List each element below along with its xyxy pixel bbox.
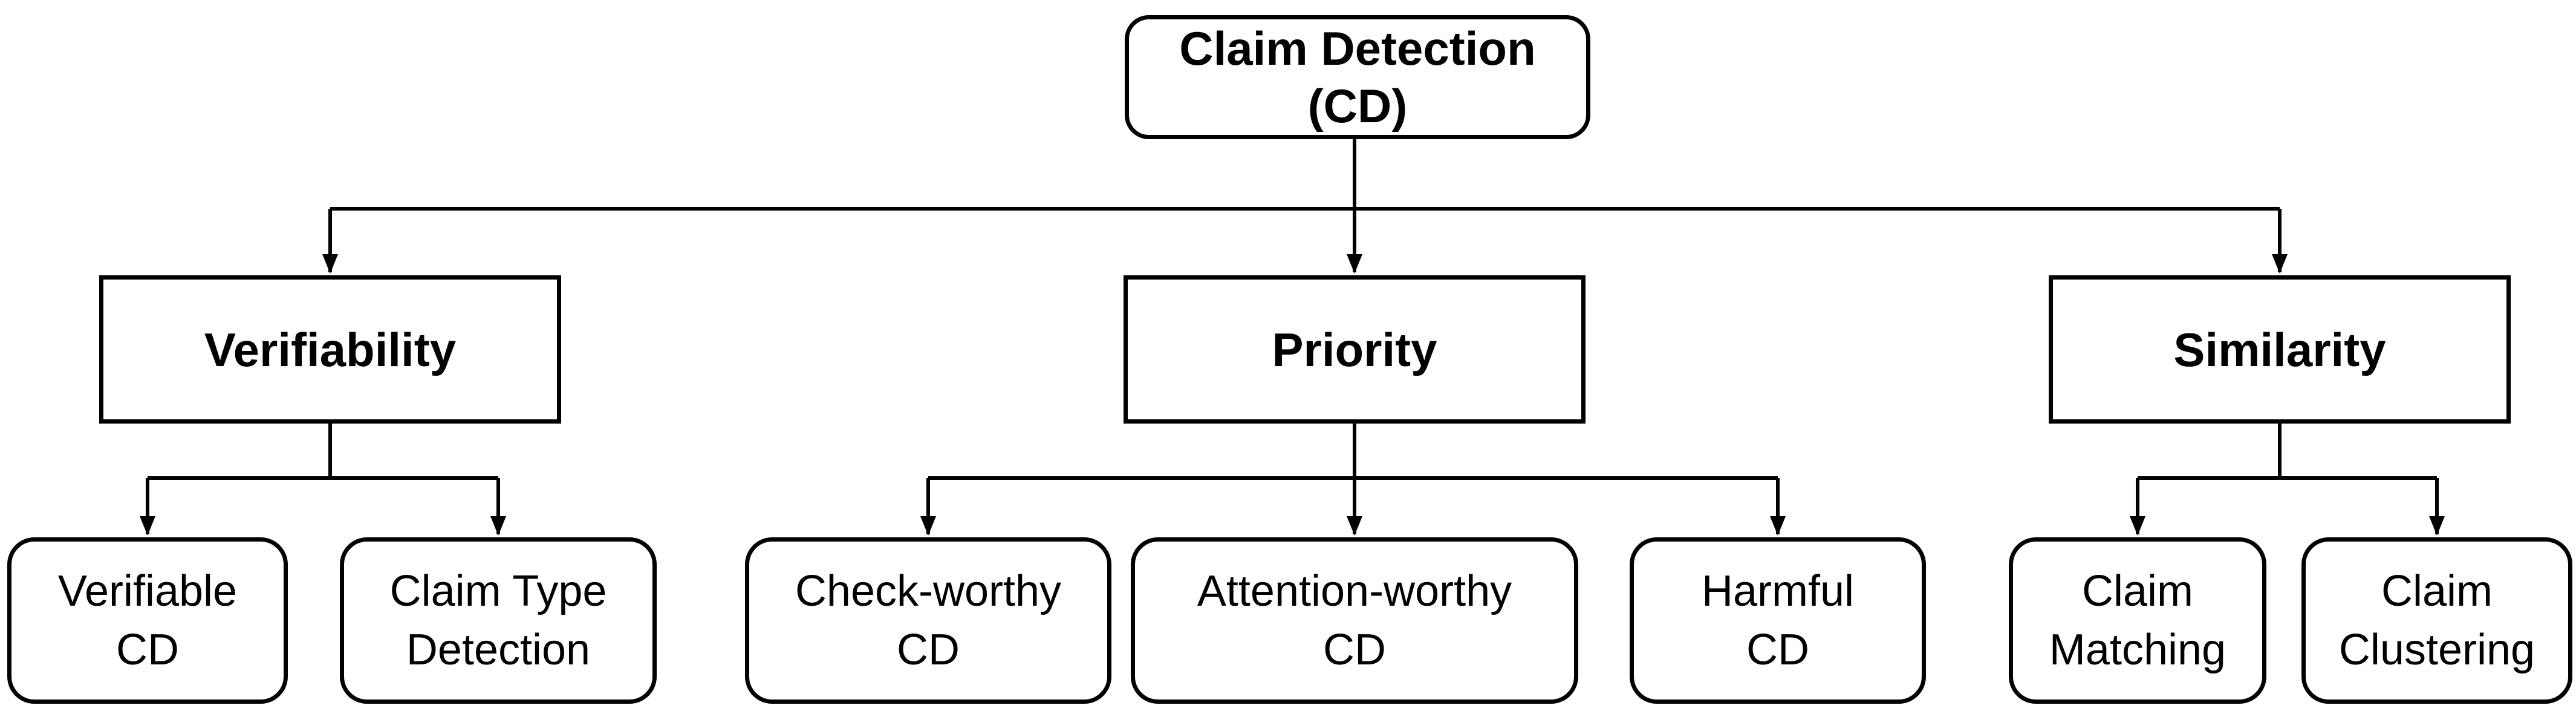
node-verifiable-cd-line2: CD [116, 625, 179, 674]
connector-priority-to-leaves [920, 424, 1786, 536]
node-verifiable-cd: Verifiable CD [7, 537, 288, 704]
node-claim-clustering: Claim Clustering [2301, 537, 2572, 704]
connector-similarity-to-leaves [2130, 424, 2445, 536]
node-claim-type-detection-line1: Claim Type [389, 566, 607, 615]
node-priority-label: Priority [1272, 323, 1437, 376]
node-claim-matching-line2: Matching [2049, 625, 2226, 674]
node-claim-detection: Claim Detection (CD) [1125, 15, 1590, 139]
node-harmful-cd-line2: CD [1746, 625, 1809, 674]
node-claim-matching-line1: Claim [2081, 566, 2193, 615]
node-claim-matching: Claim Matching [2009, 537, 2266, 704]
node-verifiability-label: Verifiability [204, 323, 457, 376]
connector-verifiability-to-leaves [140, 424, 506, 536]
node-attention-worthy-cd: Attention-worthy CD [1131, 537, 1578, 704]
node-attention-worthy-cd-line1: Attention-worthy [1197, 566, 1512, 615]
node-harmful-cd-line1: Harmful [1701, 566, 1855, 615]
node-claim-type-detection: Claim Type Detection [340, 537, 657, 704]
node-similarity-label: Similarity [2173, 323, 2386, 376]
node-claim-detection-line2: (CD) [1307, 79, 1408, 133]
node-claim-detection-line1: Claim Detection [1179, 21, 1536, 75]
node-harmful-cd: Harmful CD [1630, 537, 1926, 704]
node-check-worthy-cd-line1: Check-worthy [795, 566, 1062, 615]
node-priority: Priority [1124, 275, 1586, 424]
node-claim-clustering-line1: Claim [2381, 566, 2493, 615]
node-claim-type-detection-line2: Detection [406, 625, 591, 674]
node-verifiability: Verifiability [99, 275, 561, 424]
node-attention-worthy-cd-line2: CD [1323, 625, 1386, 674]
node-check-worthy-cd: Check-worthy CD [745, 537, 1111, 704]
node-verifiable-cd-line1: Verifiable [57, 566, 238, 615]
connector-root-to-categories [322, 139, 2288, 274]
node-check-worthy-cd-line2: CD [897, 625, 960, 674]
node-claim-clustering-line2: Clustering [2338, 625, 2535, 674]
node-similarity: Similarity [2049, 275, 2511, 424]
